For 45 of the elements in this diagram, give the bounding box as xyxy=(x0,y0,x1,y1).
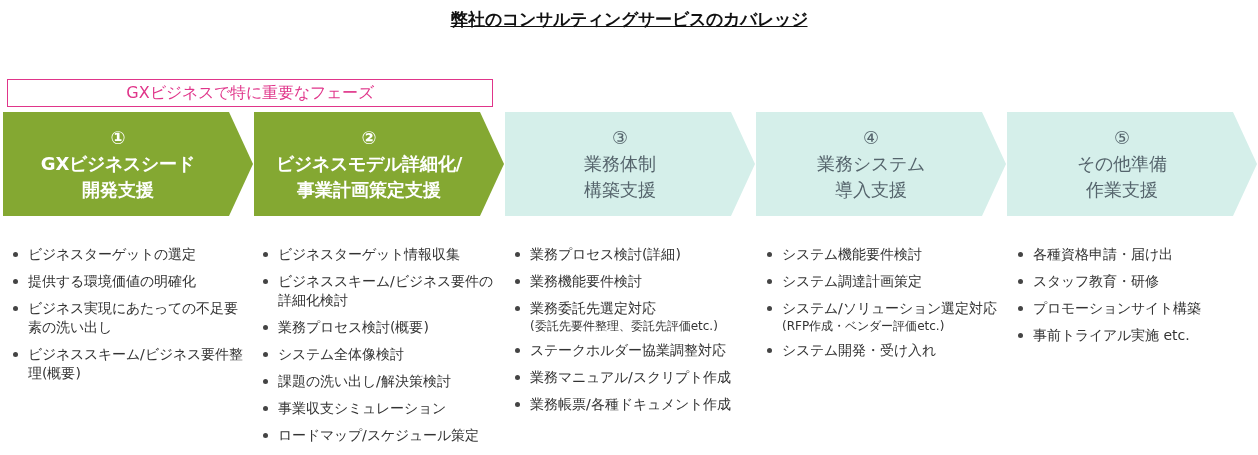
bullet-text: ビジネスターゲット情報収集 xyxy=(278,246,460,262)
phase-step-banner xyxy=(1007,112,1257,216)
bullet-text: ステークホルダー協業調整対応 xyxy=(530,342,726,358)
step-title: ビジネスモデル詳細化/事業計画策定支援 xyxy=(274,152,464,202)
bullet-text: 業務プロセス検討(詳細) xyxy=(530,246,681,262)
step-number: ① xyxy=(110,126,126,150)
bullet-text: 提供する環境価値の明確化 xyxy=(28,273,196,289)
bullet-text: ビジネス実現にあたっての不足要素の洗い出し xyxy=(28,300,238,335)
step-number: ③ xyxy=(611,126,629,150)
step-number: ⑤ xyxy=(1113,126,1131,150)
diagram-title: 弊社のコンサルティングサービスのカバレッジ xyxy=(450,9,808,29)
step-title: 業務システム導入支援 xyxy=(816,152,926,202)
bullet-text: ビジネススキーム/ビジネス要件の詳細化検討 xyxy=(278,273,493,308)
phase-step-banner xyxy=(505,112,755,216)
bullet-text: 業務機能要件検討 xyxy=(530,273,642,289)
step-title: GXビジネスシード開発支援 xyxy=(40,152,196,202)
bullet-text: 事業収支シミュレーション xyxy=(278,400,446,416)
bullet-text: 業務委託先選定対応 xyxy=(530,300,656,316)
phase-step-banner xyxy=(756,112,1006,216)
bullet-text: 業務プロセス検討(概要) xyxy=(278,319,429,335)
bullet-text: 課題の洗い出し/解決策検討 xyxy=(278,373,451,389)
bullet-text: システム/ソリューション選定対応 xyxy=(782,300,997,316)
bullet-text: システム開発・受け入れ xyxy=(782,342,936,358)
step-number: ④ xyxy=(862,126,880,150)
bullet-text: プロモーションサイト構築 xyxy=(1033,300,1201,316)
bullet-text: 業務帳票/各種ドキュメント作成 xyxy=(530,396,731,412)
bullet-text: システム調達計画策定 xyxy=(782,273,922,289)
step-title: 業務体制構築支援 xyxy=(583,152,657,202)
bullet-text: システム機能要件検討 xyxy=(782,246,922,262)
step-title: その他準備作業支援 xyxy=(1076,152,1168,202)
note-text: (委託先要件整理、委託先評価etc.) xyxy=(529,319,719,333)
bullet-text: 各種資格申請・届け出 xyxy=(1033,246,1173,262)
step-number: ② xyxy=(361,126,377,150)
bullet-text: 業務マニュアル/スクリプト作成 xyxy=(530,369,731,385)
bullet-text: 事前トライアル実施 etc. xyxy=(1033,327,1190,343)
bracket-label: GXビジネスで特に重要なフェーズ xyxy=(126,82,374,104)
phase-step-banner xyxy=(254,112,504,216)
bullet-text: スタッフ教育・研修 xyxy=(1033,273,1159,289)
bullet-text: ビジネスターゲットの選定 xyxy=(28,246,196,262)
bullet-text: ビジネススキーム/ビジネス要件整理(概要) xyxy=(28,346,243,381)
phase-step-banner xyxy=(3,112,253,216)
phase-bracket-box xyxy=(7,79,493,107)
note-text: (RFP作成・ベンダー評価etc.) xyxy=(781,319,946,333)
bullet-text: ロードマップ/スケジュール策定 xyxy=(278,427,479,443)
bullet-text: システム全体像検討 xyxy=(278,346,404,362)
